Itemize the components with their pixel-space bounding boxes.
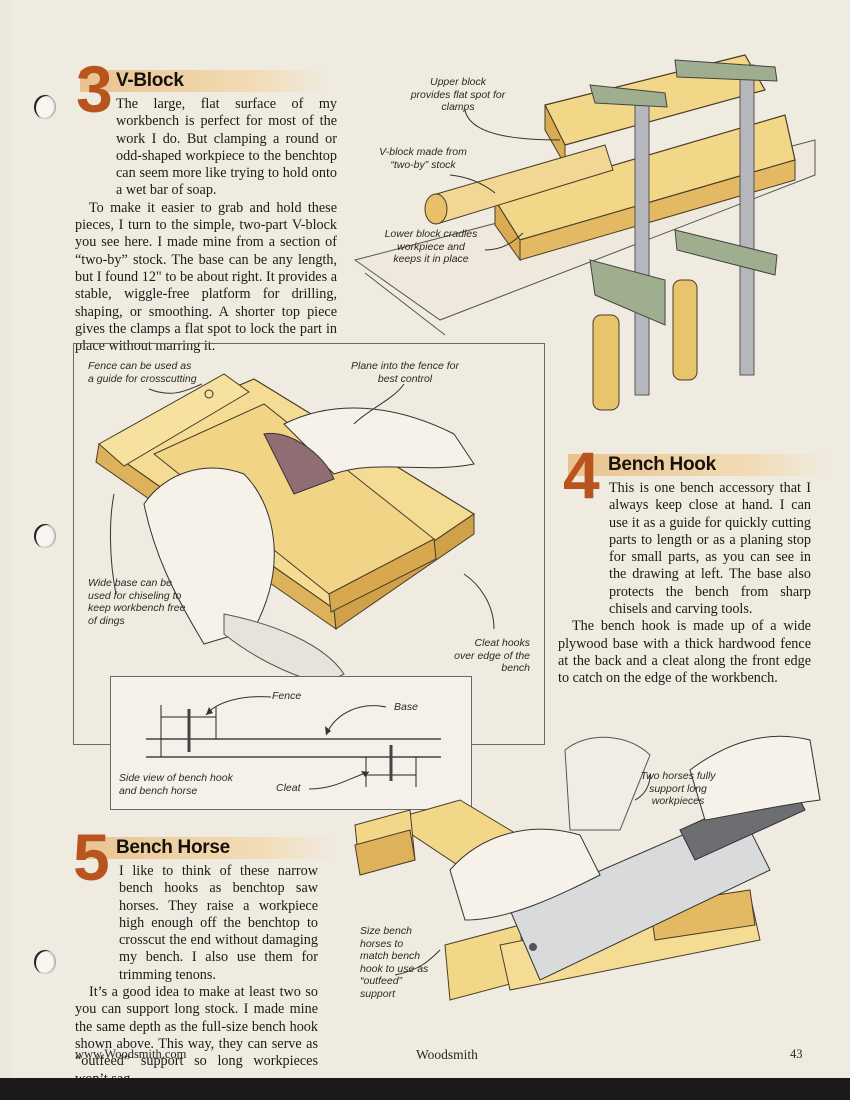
section-title-bar xyxy=(78,837,336,859)
callout-vblock-made: V-block made from “two-by” stock xyxy=(379,146,467,171)
scan-edge xyxy=(0,1078,850,1100)
label-fence: Fence xyxy=(272,690,302,702)
section-title-bar xyxy=(80,70,330,92)
callout-fence-guide: Fence can be used as a guide for crosscu… xyxy=(88,360,197,385)
section-title-bench-hook: Bench Hook xyxy=(608,454,716,475)
bench-horse-illustration xyxy=(354,735,821,1001)
vblock-illustration xyxy=(353,54,816,411)
section-number-5: 5 xyxy=(73,820,110,894)
side-view-inset xyxy=(110,676,472,810)
side-view-caption: Side view of bench hook and bench horse xyxy=(119,772,233,797)
vblock-paragraph-1: The large, flat surface of my workbench … xyxy=(116,96,337,199)
bench-hook-paragraph-1: This is one bench accessory that I alway… xyxy=(609,480,811,618)
callout-cleat-hooks: Cleat hooks over edge of the bench xyxy=(454,637,530,674)
section-number-3: 3 xyxy=(76,52,113,126)
footer-magazine: Woodsmith xyxy=(416,1047,478,1062)
callout-wide-base: Wide base can be used for chiseling to k… xyxy=(88,577,186,627)
callout-lower-block: Lower block cradles workpiece and keeps … xyxy=(384,228,478,265)
callout-plane-into: Plane into the fence for best control xyxy=(351,360,459,385)
bench-hook-paragraph-2: The bench hook is made up of a wide plyw… xyxy=(558,618,811,687)
bench-horse-body: I like to think of these narrow bench ho… xyxy=(75,863,318,1088)
side-view-diagram xyxy=(146,696,441,790)
section-title-bar xyxy=(568,454,830,476)
section-title-bench-horse: Bench Horse xyxy=(116,837,230,858)
footer-url: www.Woodsmith.com xyxy=(75,1047,187,1061)
callout-two-horses: Two horses fully support long workpieces xyxy=(640,770,716,807)
punch-hole-middle xyxy=(34,524,56,548)
punch-hole-bottom xyxy=(34,950,56,974)
callout-upper-block: Upper block provides flat spot for clamp… xyxy=(410,76,506,113)
footer-page-number: 43 xyxy=(790,1047,803,1061)
callout-size-horses: Size bench horses to match bench hook to… xyxy=(360,925,429,1000)
bench-horse-paragraph-2: It’s a good idea to make at least two so… xyxy=(75,984,318,1087)
section-title-vblock: V-Block xyxy=(116,70,184,91)
section-number-4: 4 xyxy=(563,438,600,512)
punch-hole-top xyxy=(34,95,56,119)
label-base: Base xyxy=(394,701,418,713)
vblock-paragraph-2: To make it easier to grab and hold these… xyxy=(75,199,337,355)
bench-horse-paragraph-1: I like to think of these narrow bench ho… xyxy=(119,863,318,983)
label-cleat: Cleat xyxy=(276,782,301,794)
bench-hook-body: This is one bench accessory that I alway… xyxy=(558,480,811,688)
vblock-body: The large, flat surface of my workbench … xyxy=(75,96,337,355)
